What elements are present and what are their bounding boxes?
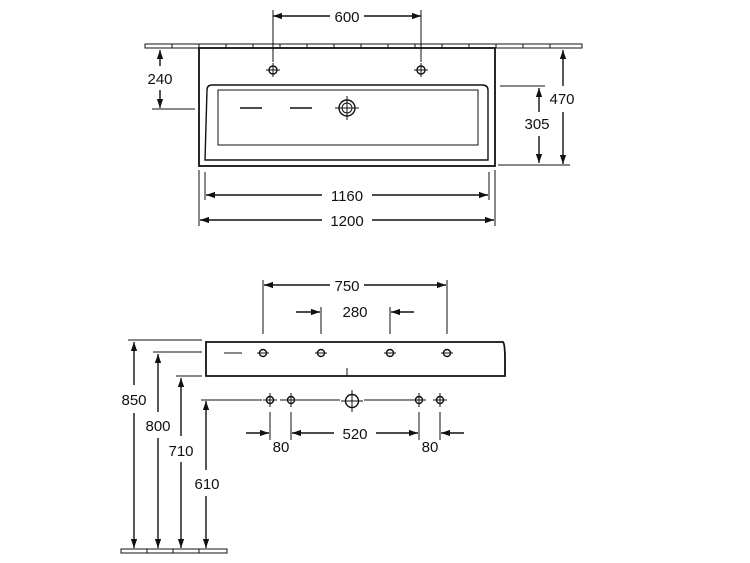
basin-outline-plan	[198, 47, 496, 167]
fixing-hole-4-icon	[433, 393, 447, 407]
front-hole-1-icon	[257, 348, 269, 358]
tap-hole-left-icon	[266, 63, 280, 77]
dim-label-1200: 1200	[330, 213, 363, 230]
dim-label-850: 850	[121, 392, 146, 409]
dim-305: 305	[500, 85, 550, 163]
dim-label-600: 600	[334, 9, 359, 26]
wall-strip-bottom	[120, 548, 228, 554]
dim-470: 470	[498, 50, 575, 166]
dim-280: 280	[296, 304, 414, 334]
waste-pipe-icon	[341, 390, 363, 412]
bowl-outline-plan	[204, 84, 489, 161]
dim-520: 520	[290, 412, 420, 443]
dim-label-80-right: 80	[422, 439, 439, 456]
dim-80-right: 80	[422, 412, 464, 456]
fixing-hole-3-icon	[412, 393, 426, 407]
tap-hole-right-icon	[414, 63, 428, 77]
dim-1200: 1200	[198, 170, 496, 230]
dim-label-305: 305	[524, 116, 549, 133]
dim-label-1160: 1160	[331, 188, 363, 205]
dim-label-710: 710	[168, 443, 193, 460]
front-hole-2-icon	[315, 348, 327, 358]
dim-750: 750	[262, 278, 448, 334]
front-hole-4-icon	[441, 348, 453, 358]
dim-80-left: 80	[246, 412, 289, 456]
bowl-inner-plan	[217, 89, 479, 146]
fixing-hole-2-icon	[284, 393, 298, 407]
dim-600: 600	[272, 9, 422, 62]
waste-outlet-icon	[335, 96, 359, 120]
front-view: 750 280 850 80	[120, 278, 506, 554]
dim-label-610: 610	[194, 476, 219, 493]
dim-label-520: 520	[342, 426, 367, 443]
front-hole-3-icon	[384, 348, 396, 358]
fixing-hole-1-icon	[263, 393, 277, 407]
basin-outline-front	[205, 341, 506, 377]
dim-label-280: 280	[342, 304, 367, 321]
dim-800: 800	[145, 354, 171, 548]
dim-240: 240	[147, 50, 195, 110]
dim-label-470: 470	[549, 91, 574, 108]
dim-label-800: 800	[145, 418, 170, 435]
dim-610: 610	[194, 399, 262, 548]
dim-label-750: 750	[334, 278, 359, 295]
dim-850: 850	[121, 342, 147, 548]
plan-view: 600 240 470 305 1160	[144, 9, 583, 230]
dim-label-80-left: 80	[273, 439, 290, 456]
dim-label-240: 240	[147, 71, 172, 88]
dim-710: 710	[168, 378, 194, 548]
dim-1160: 1160	[204, 172, 490, 205]
